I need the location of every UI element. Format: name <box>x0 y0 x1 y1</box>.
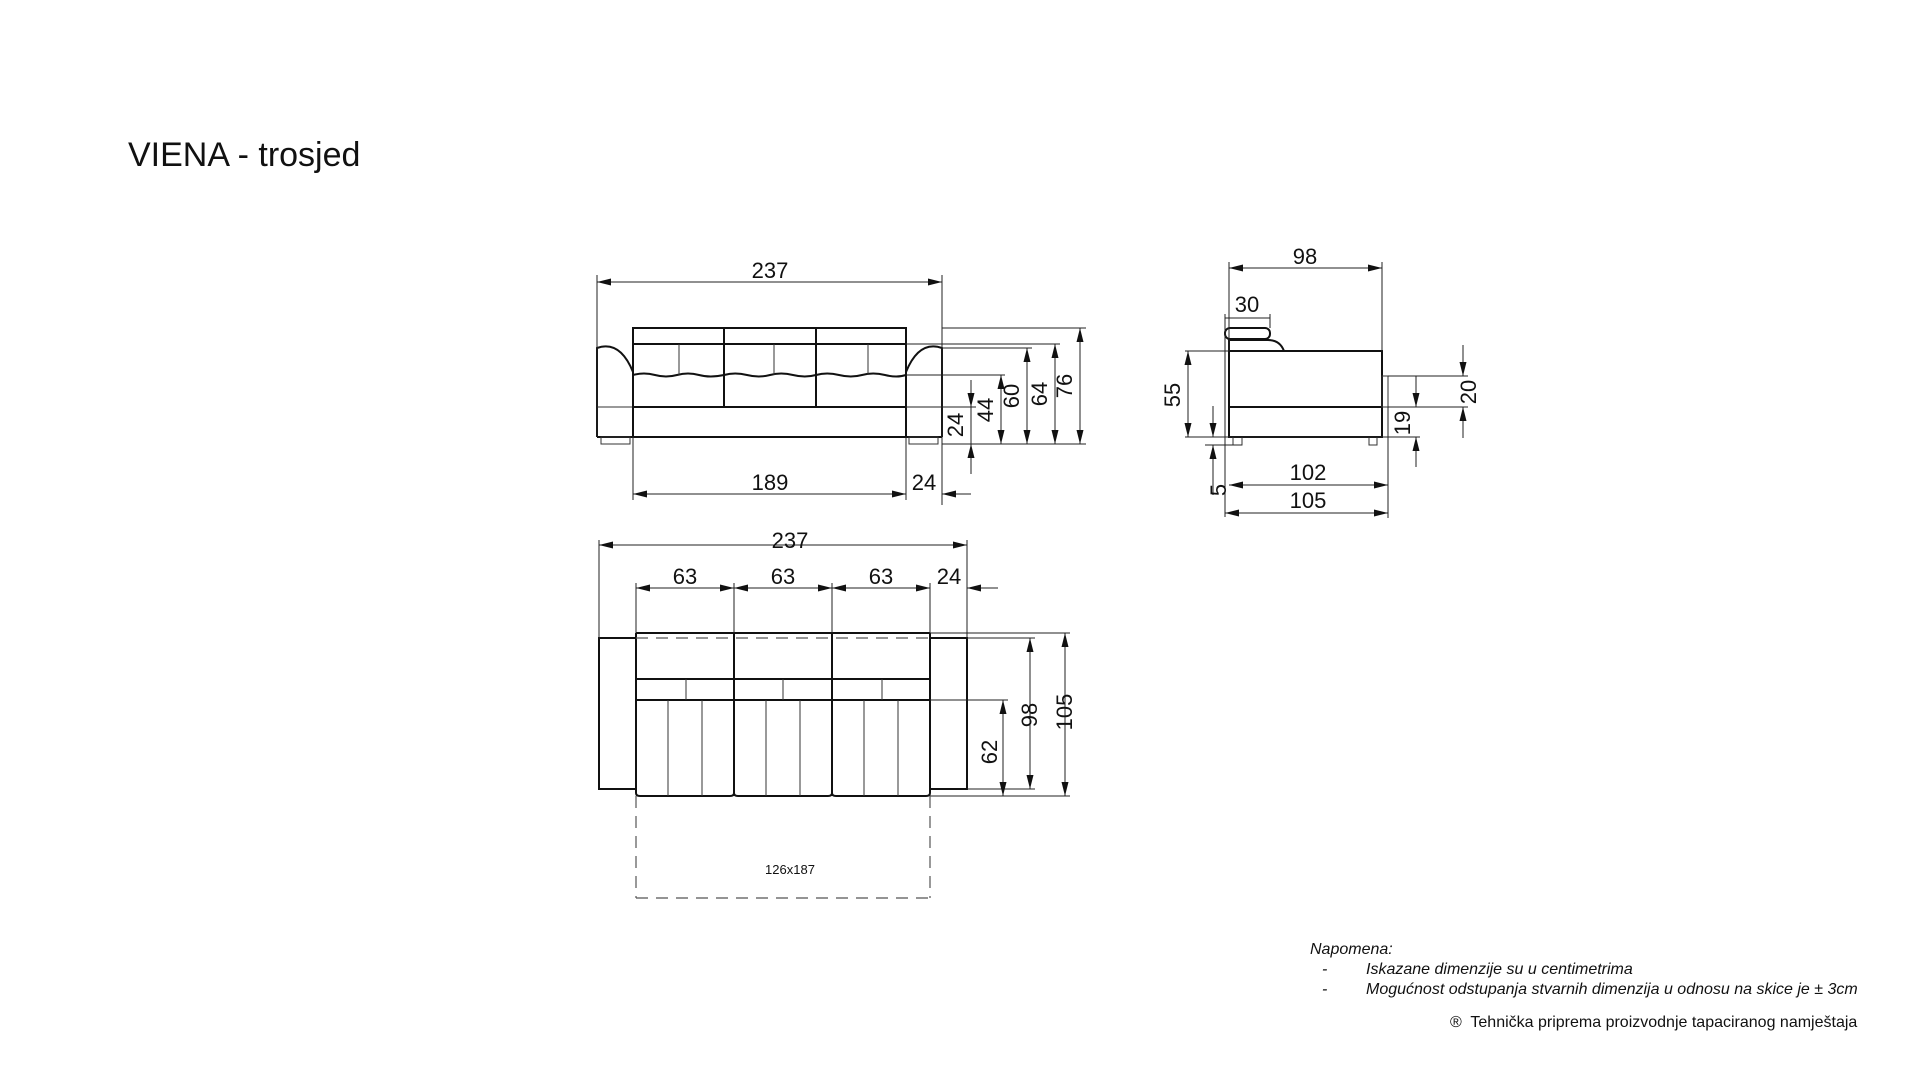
dim-seat-1: 63 <box>673 564 697 589</box>
front-view: 237 189 24 24 44 60 64 76 <box>596 258 1086 505</box>
dim-arm-width: 24 <box>912 470 936 495</box>
dim-extension-height: 20 <box>1456 380 1481 404</box>
dim-side-depth: 98 <box>1293 244 1317 269</box>
note-text: Mogućnost odstupanja stvarnih dimenzija … <box>1366 981 1858 998</box>
note-bullet: - <box>1322 981 1328 998</box>
notes-heading: Napomena: <box>1310 941 1393 958</box>
dim-back-height: 64 <box>1027 382 1052 406</box>
dim-seat-3: 63 <box>869 564 893 589</box>
dim-side-height: 55 <box>1160 383 1185 407</box>
note-item: - Mogućnost odstupanja stvarnih dimenzij… <box>1310 980 1858 1000</box>
side-view: 98 30 55 5 19 20 102 105 <box>1160 244 1481 518</box>
dim-base-height: 24 <box>943 413 968 437</box>
footer-text: Tehnička priprema proizvodnje tapacirano… <box>1470 1014 1858 1031</box>
note-item: - Iskazane dimenzije su u centimetrima <box>1310 960 1858 980</box>
registered-icon: ® <box>1450 1014 1462 1031</box>
dim-seat-depth: 62 <box>977 740 1002 764</box>
dim-total-depth: 105 <box>1052 694 1077 731</box>
dim-arm-height: 60 <box>999 384 1024 408</box>
footer: ® Tehnička priprema proizvodnje tapacira… <box>1450 1014 1857 1032</box>
dim-depth-105: 105 <box>1290 488 1327 513</box>
dim-seat-2: 63 <box>771 564 795 589</box>
dim-top-arm-width: 24 <box>937 564 961 589</box>
drawing-title: VIENA - trosjed <box>128 136 361 174</box>
dim-seat-width: 189 <box>752 470 789 495</box>
dim-top-overall-width: 237 <box>772 528 809 553</box>
dim-headrest: 30 <box>1235 292 1259 317</box>
dim-total-height: 76 <box>1052 374 1077 398</box>
dim-overall-width: 237 <box>752 258 789 283</box>
dim-depth-102: 102 <box>1290 460 1327 485</box>
dim-arm-depth: 98 <box>1017 703 1042 727</box>
note-bullet: - <box>1322 961 1328 978</box>
top-view: 237 63 63 63 24 62 98 105 126x187 <box>598 528 1077 899</box>
dim-seat-thickness: 19 <box>1390 411 1415 435</box>
notes: Napomena: - Iskazane dimenzije su u cent… <box>1310 940 1858 1000</box>
dim-feet-height: 5 <box>1206 484 1231 496</box>
note-text: Iskazane dimenzije su u centimetrima <box>1366 961 1633 978</box>
bed-size-label: 126x187 <box>765 862 815 877</box>
dim-seat-height: 44 <box>973 398 998 422</box>
